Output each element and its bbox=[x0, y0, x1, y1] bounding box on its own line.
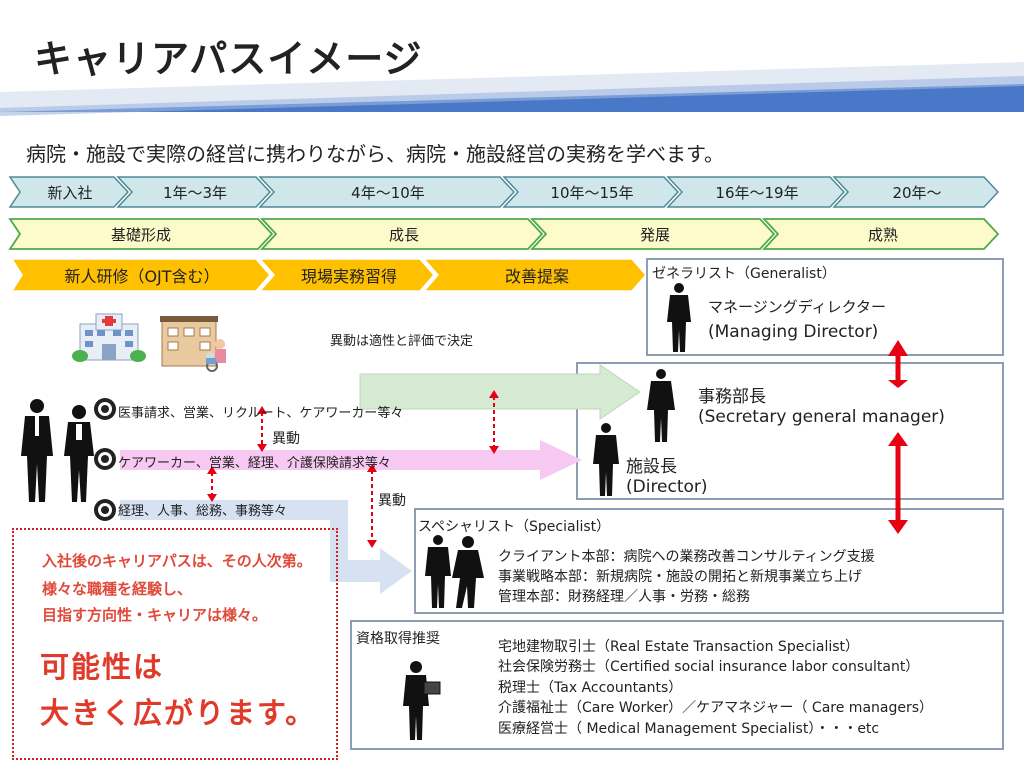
page-title: キャリアパスイメージ bbox=[34, 37, 423, 81]
timeline-label: 20年～ bbox=[892, 183, 942, 202]
notice-line: 様々な職種を経験し、 bbox=[42, 580, 193, 598]
notice-line: 目指す方向性・キャリアは様々。 bbox=[42, 606, 268, 624]
stage-label: 成長 bbox=[388, 225, 419, 244]
qualification-box bbox=[350, 620, 1004, 750]
qualification-line: 介護福祉士（Care Worker）／ケアマネジャー（ Care manager… bbox=[498, 700, 934, 716]
timeline-label: 1年～3年 bbox=[162, 183, 228, 202]
timeline-chevron bbox=[258, 176, 516, 208]
md-silhouette-icon bbox=[667, 283, 691, 352]
track-label: ケアワーカー、営業、経理、介護保険請求等々 bbox=[118, 456, 391, 471]
stage-label: 成熟 bbox=[867, 225, 898, 244]
specialist-silhouette-icon bbox=[425, 535, 484, 608]
md-title-ja: マネージングディレクター bbox=[708, 298, 887, 316]
training-chevron bbox=[10, 258, 271, 292]
specialist-line: 事業戦略本部：新規病院・施設の開拓と新規事業立ち上げ bbox=[498, 569, 862, 585]
hospital-icon bbox=[72, 313, 146, 362]
person-silhouette-icon bbox=[64, 405, 94, 502]
qualification-line: 社会保険労務士（Certified social insurance labor… bbox=[498, 659, 920, 675]
generalist-box bbox=[646, 258, 1004, 356]
reader-silhouette-icon bbox=[403, 661, 441, 740]
timeline-label: 4年～10年 bbox=[351, 183, 425, 202]
care-facility-icon bbox=[160, 316, 226, 372]
header-banner bbox=[0, 62, 1024, 116]
manager-box bbox=[576, 362, 1004, 500]
stage-chevron bbox=[259, 218, 544, 250]
qualification-line: 医療経営士（ Medical Management Specialist）・・・… bbox=[498, 721, 880, 737]
sgm-title-ja: 事務部長 bbox=[698, 387, 766, 407]
qualification-line: 税理士（Tax Accountants） bbox=[498, 680, 683, 696]
sgm-title-en: (Secretary general manager) bbox=[698, 407, 945, 427]
notice-headline: 可能性は bbox=[40, 650, 165, 684]
training-chevron bbox=[422, 258, 647, 292]
timeline-chevron bbox=[116, 176, 272, 208]
stage-chevron bbox=[529, 218, 776, 250]
pink-flow-arrow bbox=[120, 440, 582, 480]
director-title-en: (Director) bbox=[626, 477, 708, 497]
stage-bar bbox=[8, 218, 1000, 250]
notice-headline: 大きく広がります。 bbox=[40, 696, 317, 730]
training-bar bbox=[10, 258, 647, 292]
target-icon bbox=[94, 398, 116, 420]
timeline-label: 16年～19年 bbox=[715, 183, 799, 202]
sgm-silhouette-icon bbox=[647, 369, 675, 442]
timeline-chevron bbox=[502, 176, 680, 208]
timeline-label: 10年～15年 bbox=[550, 183, 634, 202]
director-silhouette-icon bbox=[593, 423, 619, 496]
track-label: 経理、人事、総務、事務等々 bbox=[118, 504, 288, 519]
training-label: 現場実務習得 bbox=[300, 267, 397, 286]
page-subtitle: 病院・施設で実際の経営に携わりながら、病院・施設経営の実務を学べます。 bbox=[26, 142, 724, 166]
timeline-chevron bbox=[8, 176, 130, 208]
stage-label: 発展 bbox=[639, 225, 670, 244]
specialist-line: クライアント本部：病院への業務改善コンサルティング支援 bbox=[498, 549, 875, 565]
transfer-note: 異動は適性と評価で決定 bbox=[330, 334, 474, 349]
qualification-line: 宅地建物取引士（Real Estate Transaction Speciali… bbox=[498, 639, 860, 655]
md-title-en: (Managing Director) bbox=[708, 322, 879, 342]
timeline-chevron bbox=[832, 176, 1000, 208]
stage-chevron bbox=[761, 218, 1000, 250]
blue-flow-arrow bbox=[120, 500, 412, 594]
specialist-box bbox=[414, 508, 1004, 614]
director-title-ja: 施設長 bbox=[626, 457, 677, 477]
timeline-label: 新入社 bbox=[47, 183, 93, 202]
training-label: 改善提案 bbox=[504, 267, 569, 286]
specialist-line: 管理本部：財務経理／人事・労務・総務 bbox=[498, 589, 750, 605]
target-icon bbox=[94, 448, 116, 470]
stage-label: 基礎形成 bbox=[110, 225, 171, 244]
track-label: 医事請求、営業、リクルート、ケアワーカー等々 bbox=[118, 406, 404, 421]
green-flow-arrow bbox=[359, 364, 641, 420]
transfer-label: 異動 bbox=[272, 431, 300, 447]
timeline-bar bbox=[8, 176, 1000, 208]
training-chevron bbox=[258, 258, 435, 292]
target-icon bbox=[94, 499, 116, 521]
training-label: 新人研修（OJT含む） bbox=[64, 267, 220, 286]
timeline-chevron bbox=[666, 176, 846, 208]
generalist-heading: ゼネラリスト（Generalist） bbox=[652, 266, 836, 282]
notice-box: 入社後のキャリアパスは、その人次第。 様々な職種を経験し、 目指す方向性・キャリ… bbox=[12, 528, 338, 760]
qualification-heading: 資格取得推奨 bbox=[356, 631, 440, 647]
specialist-heading: スペシャリスト（Specialist） bbox=[418, 519, 611, 535]
stage-chevron bbox=[8, 218, 274, 250]
person-silhouette-icon bbox=[21, 399, 53, 502]
transfer-label: 異動 bbox=[378, 493, 406, 509]
notice-line: 入社後のキャリアパスは、その人次第。 bbox=[42, 552, 312, 570]
